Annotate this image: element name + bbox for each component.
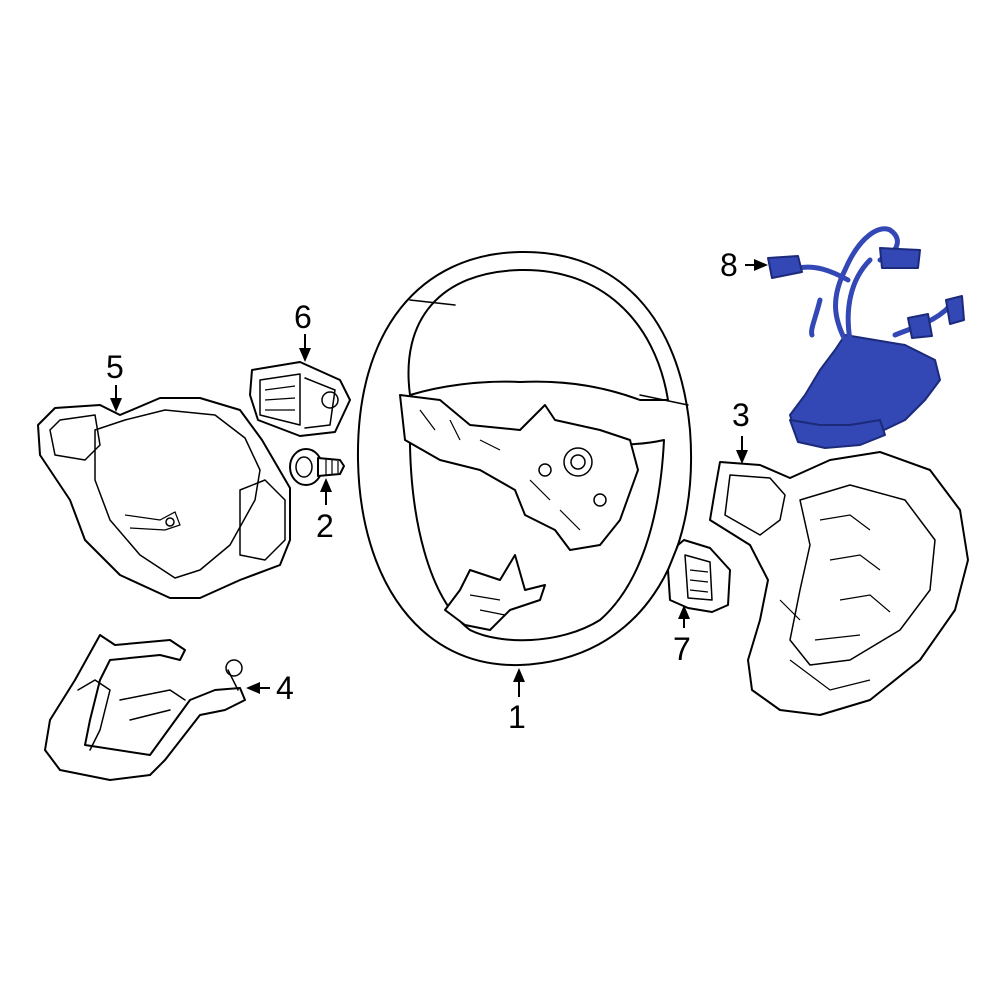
callout-label-7: 7 — [673, 631, 691, 667]
callout-2: 2 — [316, 478, 334, 544]
callout-4: 4 — [246, 670, 294, 706]
part-7-switch[interactable] — [667, 539, 731, 613]
part-1-steering-wheel[interactable] — [356, 250, 692, 667]
callout-label-6: 6 — [294, 299, 312, 335]
callout-3: 3 — [732, 397, 750, 464]
callout-1: 1 — [508, 668, 526, 735]
part-2-screw[interactable] — [289, 448, 345, 486]
part-3-rear-cover[interactable] — [709, 451, 969, 716]
callout-label-8: 8 — [720, 247, 738, 283]
part-8-harness[interactable] — [767, 226, 965, 449]
callout-6: 6 — [294, 299, 312, 362]
callout-label-3: 3 — [732, 397, 750, 433]
callout-label-4: 4 — [276, 670, 294, 706]
callout-label-5: 5 — [106, 349, 124, 385]
callout-5: 5 — [106, 349, 124, 412]
callout-8: 8 — [720, 247, 768, 283]
part-5-upper-cover[interactable] — [37, 397, 291, 599]
callout-7: 7 — [673, 605, 691, 667]
part-6-switch[interactable] — [249, 361, 351, 437]
callout-label-1: 1 — [508, 699, 526, 735]
part-4-lower-cover[interactable] — [44, 634, 246, 781]
callout-label-2: 2 — [316, 508, 334, 544]
